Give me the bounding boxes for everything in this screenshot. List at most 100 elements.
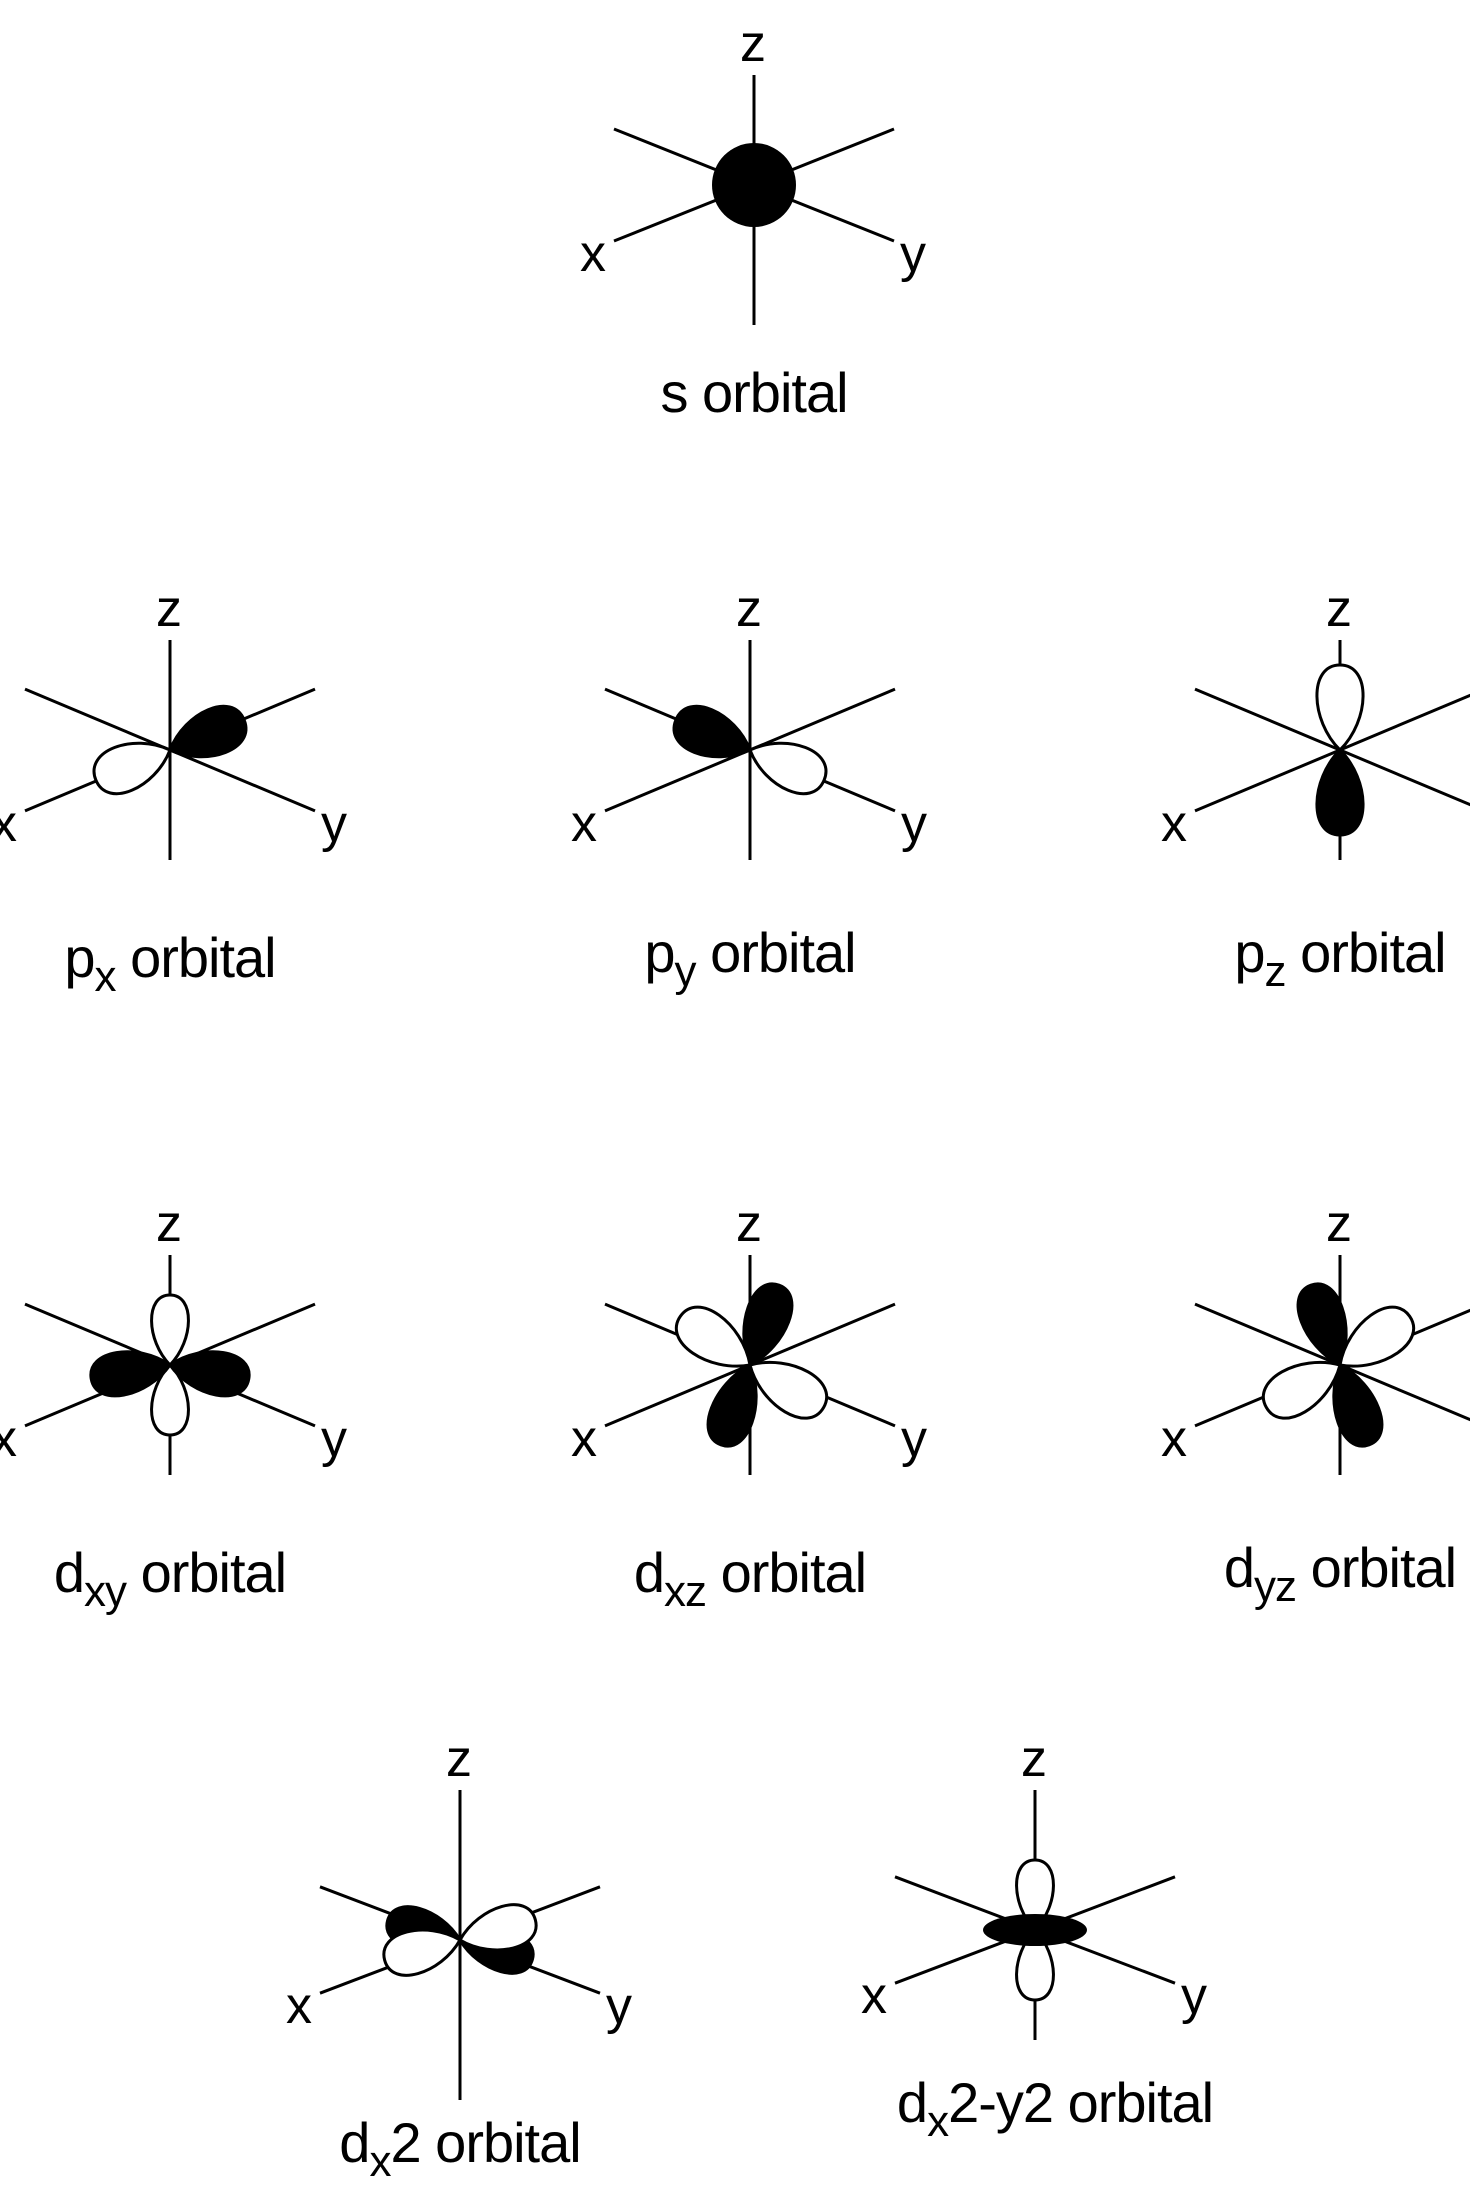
orbital-word: orbital bbox=[1067, 2071, 1215, 2134]
pz-lobes bbox=[1315, 663, 1365, 837]
axis-system: x y z bbox=[286, 1730, 632, 2100]
x-axis-label: x bbox=[1161, 1410, 1187, 1468]
x-axis-label: x bbox=[0, 795, 17, 853]
dyz-lobe-filled-lower bbox=[1332, 1363, 1384, 1448]
s-orbital-panel: x y z s orbital bbox=[574, 15, 934, 445]
orbital-base-letter: d bbox=[1223, 1536, 1255, 1599]
z-axis-label: z bbox=[446, 1730, 472, 1788]
px-lobe-open bbox=[92, 741, 172, 796]
py-orbital-caption: py orbital bbox=[570, 920, 930, 994]
pz-orbital-figure: xyz bbox=[1161, 580, 1470, 860]
s-orbital-sphere bbox=[712, 143, 796, 227]
py-lobe-filled bbox=[672, 704, 752, 759]
axis-system: x y z bbox=[861, 1730, 1207, 2040]
dyz-orbital-caption: dyz orbital bbox=[1160, 1535, 1470, 1609]
dxz-lobe-open-right bbox=[748, 1360, 828, 1420]
y-axis-label: y bbox=[606, 1977, 632, 2035]
orbital-word: orbital bbox=[702, 361, 849, 424]
dx2-y2-orbital-caption: dx2-y2 orbital bbox=[855, 2070, 1255, 2144]
orbital-base-letter: p bbox=[64, 926, 95, 989]
dx2-y2-lobes bbox=[983, 1858, 1087, 2002]
orbital-word: orbital bbox=[720, 1541, 868, 1604]
z-axis-label: z bbox=[1326, 1195, 1352, 1253]
orbital-subscript: xz bbox=[664, 1567, 707, 1616]
orbital-subscript: yz bbox=[1254, 1562, 1297, 1611]
x-axis-label: x bbox=[571, 795, 597, 853]
axis-system: xyz bbox=[1161, 580, 1470, 860]
pz-orbital-caption: pz orbital bbox=[1160, 920, 1470, 994]
x-axis-label: x bbox=[861, 1967, 887, 2025]
axis-system: x y z bbox=[580, 15, 926, 325]
orbital-base-letter: p bbox=[644, 921, 675, 984]
dxy-orbital-panel: x y z dxy orbital bbox=[0, 1195, 350, 1640]
px-orbital-caption: px orbital bbox=[0, 925, 350, 999]
dyz-lobe-open-left bbox=[1262, 1360, 1342, 1420]
orbital-base-letter: d bbox=[53, 1541, 85, 1604]
orbital-base-letter: p bbox=[1234, 921, 1265, 984]
dyz-orbital-panel: x yz dyz orbital bbox=[1160, 1195, 1470, 1640]
orbital-subscript-tail: 2-y2 bbox=[948, 2071, 1054, 2134]
dxy-orbital-caption: dxy orbital bbox=[0, 1540, 350, 1614]
dx2-orbital-panel: x y z dx2 orbital bbox=[280, 1730, 640, 2184]
z-axis-label: z bbox=[1021, 1730, 1047, 1788]
z-axis-label: z bbox=[1326, 580, 1352, 638]
dxz-lobe-open-left bbox=[674, 1305, 752, 1368]
orbital-base-letter: s bbox=[660, 361, 688, 424]
dxy-lobe-filled-right bbox=[168, 1350, 251, 1398]
dx2-y2-lobe-open-bottom bbox=[1015, 1928, 1055, 2002]
orbital-word: orbital bbox=[140, 1541, 288, 1604]
x-axis-label: x bbox=[0, 1410, 17, 1468]
dx2-orbital-figure: x y z bbox=[286, 1730, 632, 2100]
z-axis-label: z bbox=[156, 1195, 182, 1253]
dx2-orbital-caption: dx2 orbital bbox=[280, 2110, 640, 2184]
y-axis-label: y bbox=[321, 1410, 347, 1468]
orbital-word: orbital bbox=[435, 2111, 582, 2174]
z-axis-label: z bbox=[736, 1195, 762, 1253]
orbital-subscript-tail: 2 bbox=[390, 2111, 421, 2174]
dxy-lobe-open-bottom bbox=[150, 1363, 190, 1437]
py-lobes bbox=[672, 704, 828, 796]
dxy-lobe-open-top bbox=[150, 1293, 190, 1367]
px-lobes bbox=[92, 704, 248, 796]
dyz-lobe-open-right bbox=[1338, 1305, 1416, 1368]
dxy-lobe-filled-left bbox=[89, 1350, 172, 1398]
orbital-base-letter: d bbox=[896, 2071, 928, 2134]
dxz-orbital-caption: dxz orbital bbox=[570, 1540, 930, 1614]
orbital-word: orbital bbox=[130, 926, 277, 989]
orbital-word: orbital bbox=[1300, 921, 1447, 984]
px-lobe-filled bbox=[168, 704, 248, 759]
orbital-subscript: x bbox=[927, 2097, 949, 2146]
dx2-y2-torus-filled bbox=[983, 1914, 1087, 1946]
dxy-lobes bbox=[89, 1293, 251, 1437]
px-orbital-panel: x y z px orbital bbox=[0, 580, 350, 1025]
orbital-subscript: y bbox=[674, 947, 697, 996]
orbital-base-letter: d bbox=[633, 1541, 665, 1604]
orbital-word: orbital bbox=[1310, 1536, 1458, 1599]
pz-lobe-filled bbox=[1315, 748, 1365, 837]
z-axis-label: z bbox=[156, 580, 182, 638]
z-axis-label: z bbox=[740, 15, 766, 73]
y-axis-label: y bbox=[900, 225, 926, 283]
orbital-word: orbital bbox=[710, 921, 857, 984]
x-axis-label: x bbox=[1161, 795, 1187, 853]
y-axis-label: y bbox=[1181, 1967, 1207, 2025]
dx2-lobes bbox=[382, 1903, 538, 1977]
dx2-y2-lobe-open-top bbox=[1015, 1858, 1055, 1932]
dxz-lobe-filled-upper bbox=[742, 1282, 794, 1367]
orbital-subscript: z bbox=[1264, 947, 1287, 996]
y-axis-label: y bbox=[321, 795, 347, 853]
x-axis-label: x bbox=[286, 1977, 312, 2035]
dxz-lobes bbox=[674, 1282, 828, 1448]
s-orbital-caption: s orbital bbox=[574, 360, 934, 425]
dxy-orbital-figure: x y z bbox=[0, 1195, 347, 1475]
dx2-lobe-open-lower-left bbox=[382, 1928, 462, 1977]
y-axis-label: y bbox=[901, 1410, 927, 1468]
x-axis-label: x bbox=[580, 225, 606, 283]
z-axis-label: z bbox=[736, 580, 762, 638]
